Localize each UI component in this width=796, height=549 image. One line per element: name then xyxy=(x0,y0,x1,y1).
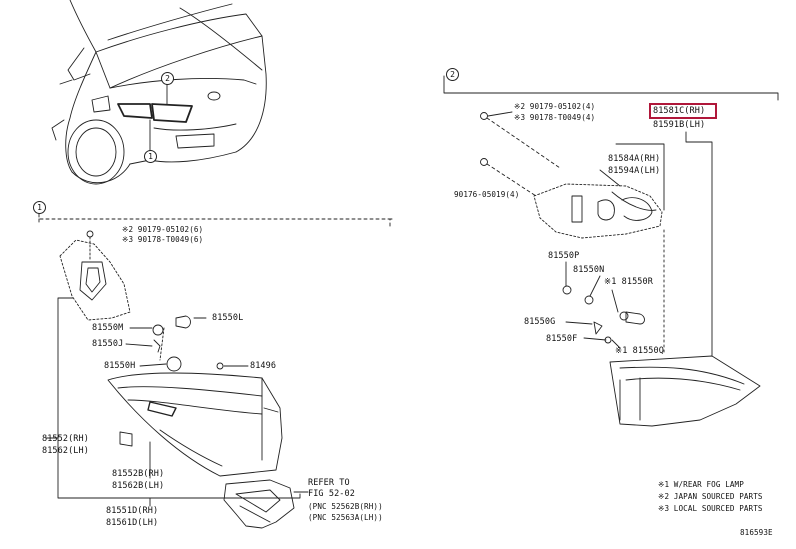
part-81581C-rh[interactable]: 81581C(RH) xyxy=(653,106,706,116)
legend-note-2: ※2 JAPAN SOURCED PARTS xyxy=(658,492,763,501)
section-2-marker: 2 xyxy=(446,68,459,81)
refer-to-line-2[interactable]: FIG 52-02 xyxy=(308,489,355,499)
left-screw-note-a: ※2 90179-05102(6) xyxy=(122,225,204,234)
part-81550R[interactable]: ※1 81550R xyxy=(604,277,653,287)
part-81550G[interactable]: 81550G xyxy=(524,317,556,327)
overview-callout-2: 2 xyxy=(161,72,174,85)
part-81584A-rh[interactable]: 81584A(RH) xyxy=(608,154,661,164)
figure-code: 816593E xyxy=(740,528,773,537)
highlight-81581C xyxy=(649,103,717,119)
right-screw-note-a: ※2 90179-05102(4) xyxy=(514,102,596,111)
part-81594A-lh[interactable]: 81594A(LH) xyxy=(608,166,661,176)
part-81550P[interactable]: 81550P xyxy=(548,251,580,261)
part-81552-rh[interactable]: 81552(RH) xyxy=(42,434,89,444)
part-81550F[interactable]: 81550F xyxy=(546,334,578,344)
part-81550L[interactable]: 81550L xyxy=(212,313,244,323)
right-screw-note-b: ※3 90178-T0049(4) xyxy=(514,113,596,122)
part-81561D-lh[interactable]: 81561D(LH) xyxy=(106,518,159,528)
legend-note-1: ※1 W/REAR FOG LAMP xyxy=(658,480,744,489)
part-81550H[interactable]: 81550H xyxy=(104,361,136,371)
part-81550M[interactable]: 81550M xyxy=(92,323,124,333)
part-81496[interactable]: 81496 xyxy=(250,361,277,371)
refer-to-line-4[interactable]: (PNC 52563A(LH)) xyxy=(308,513,383,522)
refer-to-line-3[interactable]: (PNC 52562B(RH)) xyxy=(308,502,383,511)
part-81550J[interactable]: 81550J xyxy=(92,339,124,349)
right-lamp-drawing xyxy=(480,111,761,427)
part-81552B-rh[interactable]: 81552B(RH) xyxy=(112,469,165,479)
part-81551D-rh[interactable]: 81551D(RH) xyxy=(106,506,159,516)
part-81562B-lh[interactable]: 81562B(LH) xyxy=(112,481,165,491)
left-lamp-drawing xyxy=(45,230,309,529)
part-81562-lh[interactable]: 81562(LH) xyxy=(42,446,89,456)
part-81550N[interactable]: 81550N xyxy=(573,265,605,275)
legend-note-3: ※3 LOCAL SOURCED PARTS xyxy=(658,504,763,513)
refer-to-line-1[interactable]: REFER TO xyxy=(308,478,350,488)
left-screw-note-b: ※3 90178-T0049(6) xyxy=(122,235,204,244)
part-81550Q[interactable]: ※1 81550Q xyxy=(615,346,664,356)
part-81591B-lh[interactable]: 81591B(LH) xyxy=(653,120,706,130)
part-90176[interactable]: 90176-05019(4) xyxy=(454,190,520,199)
car-overview-drawing xyxy=(51,0,267,185)
overview-callout-1: 1 xyxy=(144,150,157,163)
section-1-marker: 1 xyxy=(33,201,46,214)
